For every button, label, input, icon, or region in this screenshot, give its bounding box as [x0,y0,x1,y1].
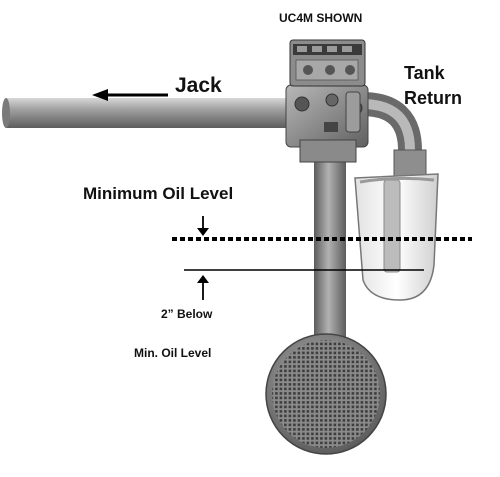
left-arrow-icon [92,89,168,101]
tank-return-pipe [361,92,427,177]
unit-shown-label: UC4M SHOWN [279,11,363,25]
up-arrow-icon [197,275,209,300]
jack-label: Jack [175,74,222,97]
suction-pipe [314,130,346,360]
return-label: Return [404,88,462,108]
tank-label: Tank [404,63,445,83]
down-arrow-icon [197,216,209,236]
below-distance-label: 2” Below [161,307,213,321]
valve-body [285,84,369,163]
minimum-oil-level-label: Minimum Oil Level [83,184,234,203]
below-min-oil-label: Min. Oil Level [134,346,212,360]
controller-block [289,39,366,87]
suction-strainer [265,333,387,455]
jack-pipe [2,98,302,128]
